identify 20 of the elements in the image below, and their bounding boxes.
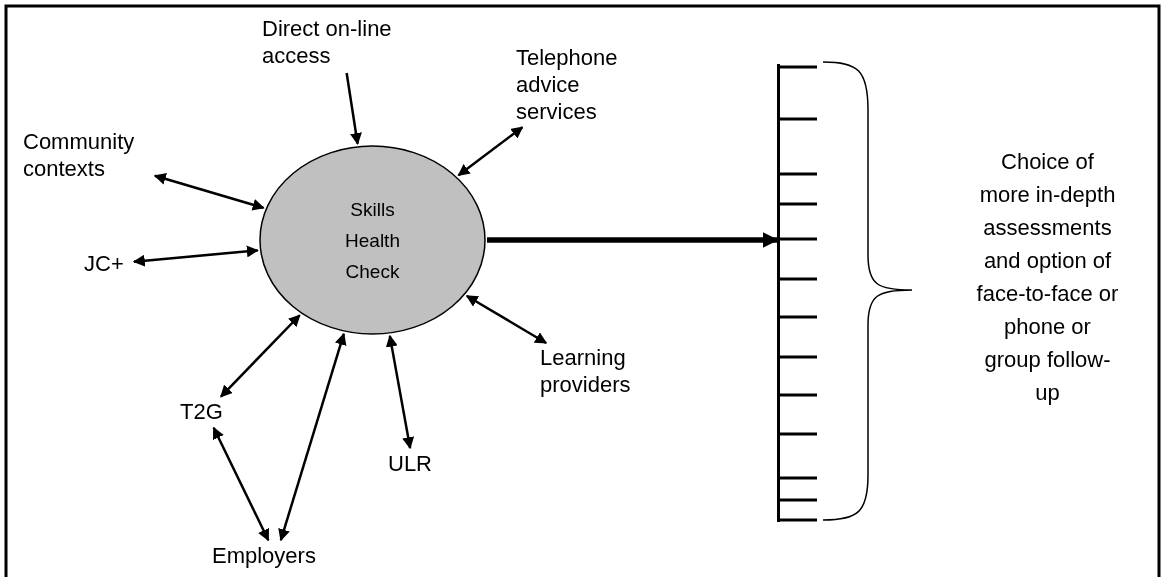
arrow [278,332,347,542]
arrow [487,232,779,248]
arrow [385,334,415,450]
source-label: ULR [388,450,438,478]
source-label: T2G [180,398,232,426]
source-label: Community contexts [23,128,153,184]
arrow [457,126,524,177]
arrow [153,173,265,211]
note-text: Choice of more in-depth assessments and option of face-to-face or phone or group follow-up [975,148,1120,407]
node-label: Skills Health Check [344,197,401,284]
arrow [465,294,548,345]
source-label: JC+ [84,250,132,278]
source-label: Direct on-line access [262,15,422,71]
arrow [345,72,362,145]
arrow [212,426,270,542]
arrow [220,314,301,398]
source-label: Telephone advice services [516,44,641,126]
arrow [132,245,259,267]
source-label: Learning providers [540,344,650,400]
source-label: Employers [212,542,340,570]
